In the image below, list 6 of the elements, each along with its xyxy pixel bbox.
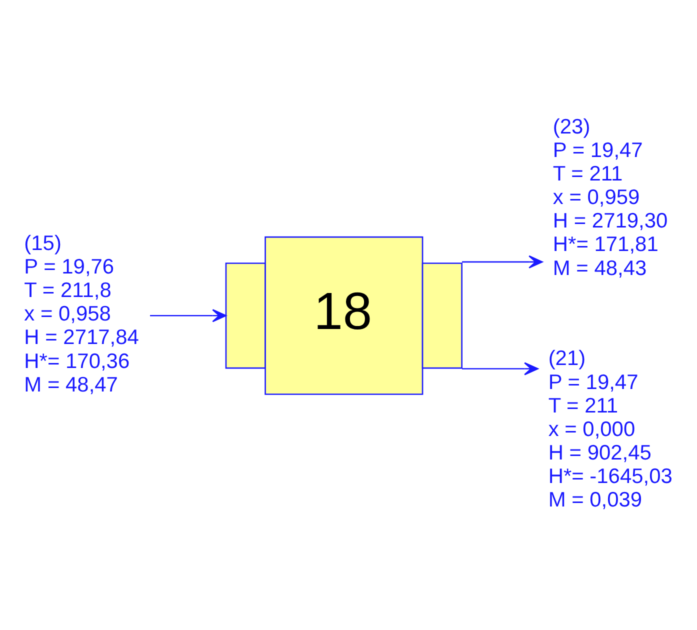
arrow xyxy=(462,362,538,376)
node-text: (23) P = 19,47 T = 211 x = 0,959 H = 2719,30 H*= 171,81 M = 48,43 xyxy=(552,115,668,280)
node-text: (15) P = 19,76 T = 211,8 x = 0,958 H = 2717,84 H*= 170,36 M = 48,47 xyxy=(24,232,139,396)
arrow xyxy=(150,309,226,322)
node-text: (21) P = 19,47 T = 211 x = 0,000 H = 902,45 H*= -1645,03 M = 0,039 xyxy=(548,347,672,512)
arrow xyxy=(462,255,543,268)
